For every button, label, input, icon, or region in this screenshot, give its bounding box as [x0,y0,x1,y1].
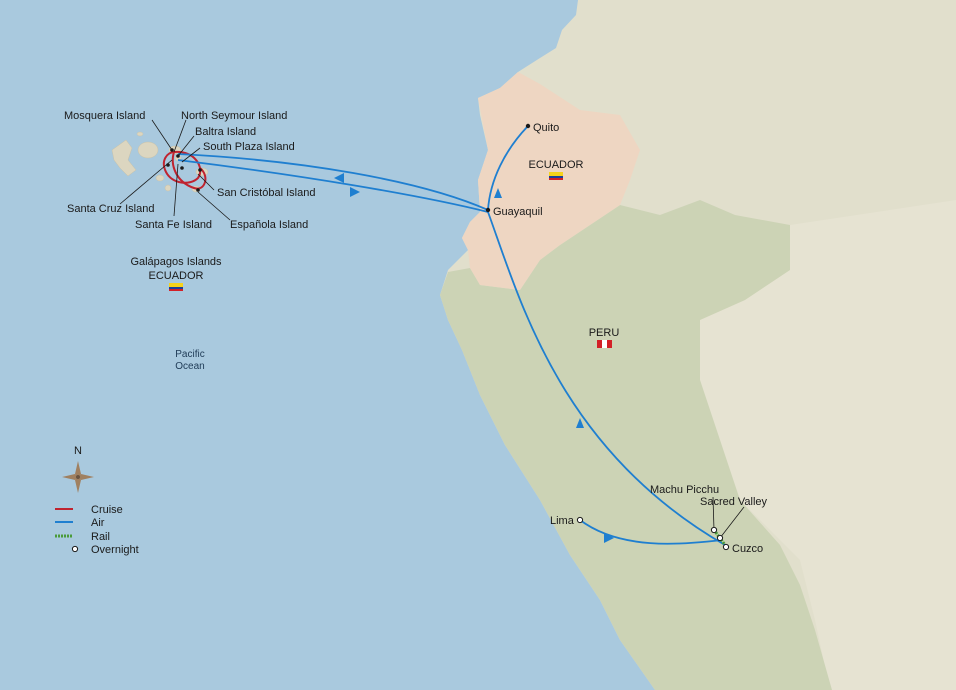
legend-cruise-label: Cruise [91,504,123,516]
label-espanola-island: Española Island [230,219,308,231]
label-machu-picchu: Machu Picchu [650,484,719,496]
overnight-markers [576,516,730,551]
island-marker [176,154,180,158]
label-ocean: Ocean [175,361,204,372]
label-lima: Lima [550,515,575,527]
label-guayaquil: Guayaquil [493,206,543,218]
city-dots [166,123,531,213]
label-santa-cruz-island: Santa Cruz Island [67,203,154,215]
legend-overnight-label: Overnight [91,544,139,556]
label-north-seymour-island: North Seymour Island [181,110,287,122]
galapagos-flag-icon [169,283,183,291]
label-sacred-valley: Sacred Valley [700,496,768,508]
cuzco-marker [722,543,730,551]
label-santa-fe-island: Santa Fe Island [135,219,212,231]
label-pacific: Pacific [175,349,204,360]
label-galapagos-islands: Galápagos Islands [130,256,222,268]
label-mosquera-island: Mosquera Island [64,110,145,122]
island-marker [166,163,170,167]
peru-flag-icon [597,340,612,348]
air-arrows [334,173,614,543]
quito-marker [525,123,531,129]
label-san-cristobal-island: San Cristóbal Island [217,187,315,199]
legend-rail-label: Rail [91,531,110,543]
leader-lines [119,119,745,539]
land-brazil [700,200,956,690]
label-galapagos-country: ECUADOR [148,270,203,282]
island-marker [198,168,202,172]
island-marker [180,166,184,170]
guayaquil-marker [485,207,491,213]
country-ecuador [462,72,640,290]
label-quito: Quito [533,122,559,134]
ecuador-flag-icon [549,172,563,180]
lima-marker [576,516,584,524]
air-route [177,125,726,546]
island-marker [196,188,200,192]
compass-icon [62,461,94,493]
machu-picchu-marker [710,526,718,534]
country-peru [440,200,832,690]
label-baltra-island: Baltra Island [195,126,256,138]
compass-north-label: N [74,445,82,457]
label-ecuador: ECUADOR [528,159,583,171]
island-marker [170,148,174,152]
legend-air-label: Air [91,517,105,529]
sacred-valley-marker [716,534,724,542]
label-cuzco: Cuzco [732,543,763,555]
cruise-route [162,150,207,190]
legend-overnight-swatch [71,545,79,553]
label-peru: PERU [589,327,620,339]
legend: Cruise Air Rail Overnight [55,504,139,556]
label-south-plaza-island: South Plaza Island [203,141,295,153]
